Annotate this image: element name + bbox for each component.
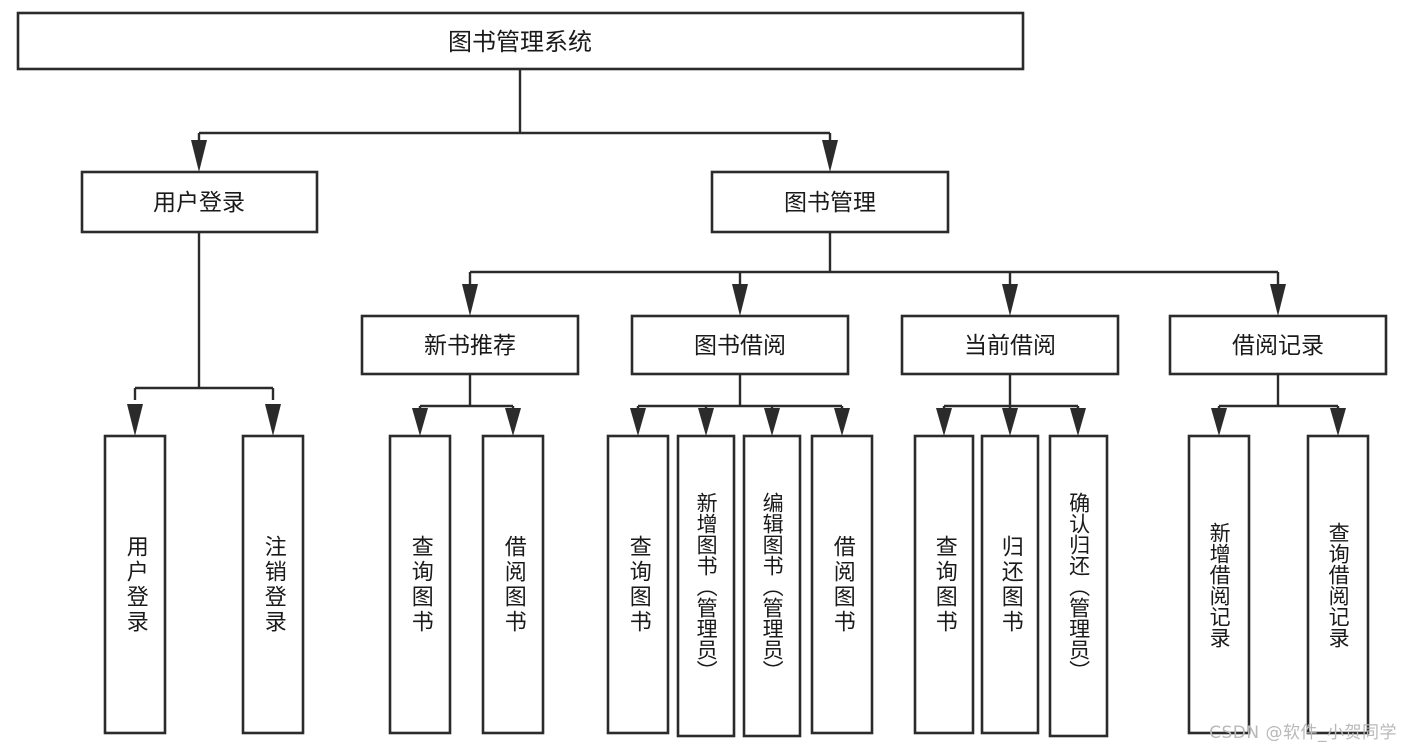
arrow-head-to-current-borrow — [1002, 284, 1018, 316]
arrow-head-currentborrow-leaf-2 — [1002, 408, 1018, 436]
node-root-box[interactable] — [16, 11, 1025, 71]
arrow-head-to-book-borrow — [732, 284, 748, 316]
arrow-head-bookborrow-leaf-3 — [764, 408, 780, 436]
leaf-box-new-book-2[interactable] — [481, 434, 545, 735]
node-current-borrow-label: 当前借阅 — [964, 333, 1056, 359]
leaf-box-book-borrow-1[interactable] — [606, 434, 670, 735]
arrow-head-userlogin-leaf-2 — [265, 404, 281, 436]
leaf-box-current-borrow-2[interactable] — [980, 434, 1040, 735]
node-book-manage-box[interactable] — [710, 170, 950, 234]
leaf-box-book-borrow-4[interactable] — [810, 434, 874, 735]
arrow-head-to-user-login — [191, 140, 207, 172]
node-new-book-box[interactable] — [360, 314, 580, 376]
node-current-borrow-box[interactable] — [900, 314, 1120, 376]
leaf-box-book-borrow-2[interactable] — [676, 434, 736, 738]
arrow-head-newbook-leaf-2 — [505, 408, 521, 436]
node-book-borrow-label: 图书借阅 — [694, 333, 786, 359]
leaf-box-borrow-record-2[interactable] — [1306, 434, 1370, 735]
leaf-box-user-login-1[interactable] — [103, 434, 167, 735]
node-new-book-label: 新书推荐 — [424, 333, 516, 359]
node-root-label: 图书管理系统 — [448, 28, 592, 56]
arrow-head-newbook-leaf-1 — [412, 408, 428, 436]
node-borrow-record-box[interactable] — [1168, 314, 1388, 376]
leaf-box-user-login-2[interactable] — [241, 434, 305, 735]
leaf-box-new-book-1[interactable] — [388, 434, 452, 735]
arrow-head-borrowrecord-leaf-2 — [1330, 408, 1346, 436]
arrow-head-borrowrecord-leaf-1 — [1211, 408, 1227, 436]
arrow-head-to-borrow-record — [1270, 284, 1286, 316]
leaf-box-current-borrow-1[interactable] — [913, 434, 975, 735]
arrow-head-bookborrow-leaf-2 — [698, 408, 714, 436]
leaf-box-current-borrow-3[interactable] — [1048, 434, 1109, 738]
node-book-manage-label: 图书管理 — [784, 190, 876, 216]
arrow-head-currentborrow-leaf-3 — [1070, 408, 1086, 436]
arrow-head-to-book-manage — [822, 140, 838, 172]
arrow-head-bookborrow-leaf-4 — [834, 408, 850, 436]
leaf-box-borrow-record-1[interactable] — [1187, 434, 1251, 735]
node-book-borrow-box[interactable] — [630, 314, 850, 376]
leaf-box-book-borrow-3[interactable] — [742, 434, 802, 738]
arrow-head-bookborrow-leaf-1 — [630, 408, 646, 436]
arrow-head-userlogin-leaf-1 — [127, 404, 143, 436]
watermark-text: CSDN @软件_小贺同学 — [1209, 723, 1397, 743]
arrow-head-to-new-book — [462, 284, 478, 316]
node-borrow-record-label: 借阅记录 — [1232, 333, 1324, 359]
arrow-head-currentborrow-leaf-1 — [936, 408, 952, 436]
node-user-login-label: 用户登录 — [153, 190, 245, 216]
